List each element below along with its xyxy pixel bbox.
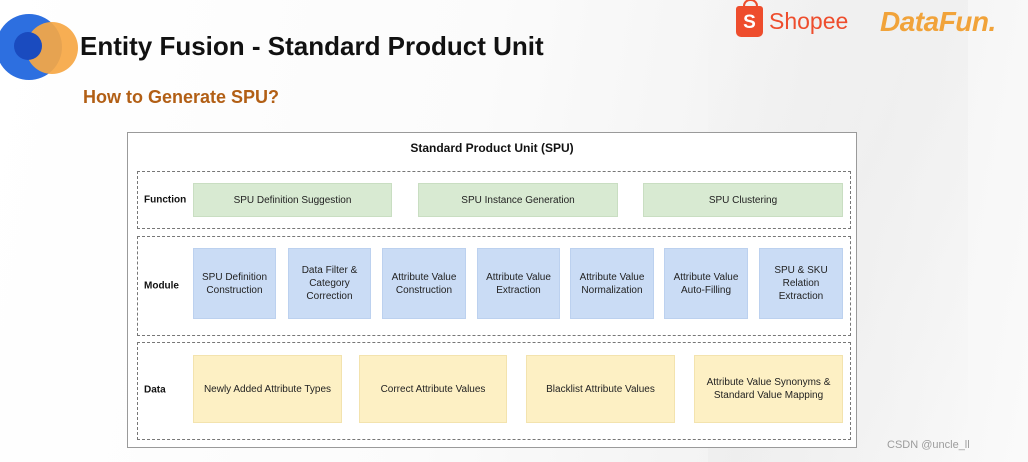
data-box: Newly Added Attribute Types: [193, 355, 342, 423]
function-box: SPU Clustering: [643, 183, 843, 217]
data-row-label: Data: [144, 384, 166, 396]
module-box: SPU & SKU Relation Extraction: [759, 248, 843, 319]
module-row: [137, 236, 851, 336]
slide-title: Entity Fusion - Standard Product Unit: [80, 31, 544, 61]
function-row: [137, 171, 851, 229]
slide-subtitle: How to Generate SPU?: [83, 87, 280, 107]
function-box: SPU Definition Suggestion: [193, 183, 392, 217]
logo-circle-dark-blue: [14, 32, 42, 60]
presentation-logo: [0, 14, 82, 84]
module-row-label: Module: [144, 280, 179, 292]
function-box: SPU Instance Generation: [418, 183, 618, 217]
datafun-logo: DataFun.: [880, 6, 996, 37]
shopee-logo-text: Shopee: [769, 8, 849, 34]
module-box: SPU Definition Construction: [193, 248, 276, 319]
diagram-title: Standard Product Unit (SPU): [410, 141, 574, 155]
spu-diagram: Standard Product Unit (SPU) Function SPU…: [127, 132, 857, 448]
shopee-logo: S Shopee: [736, 0, 849, 37]
module-box: Attribute Value Normalization: [570, 248, 654, 319]
data-row: [137, 342, 851, 440]
data-box: Correct Attribute Values: [359, 355, 507, 423]
shopee-bag-icon: S: [736, 0, 763, 37]
function-row-label: Function: [144, 194, 187, 206]
csdn-watermark: CSDN @uncle_ll: [887, 439, 970, 451]
data-box: Attribute Value Synonyms & Standard Valu…: [694, 355, 843, 423]
module-box: Attribute Value Auto-Filling: [664, 248, 748, 319]
module-box: Attribute Value Construction: [382, 248, 466, 319]
data-box: Blacklist Attribute Values: [526, 355, 675, 423]
module-box: Data Filter & Category Correction: [288, 248, 371, 319]
module-box: Attribute Value Extraction: [477, 248, 560, 319]
